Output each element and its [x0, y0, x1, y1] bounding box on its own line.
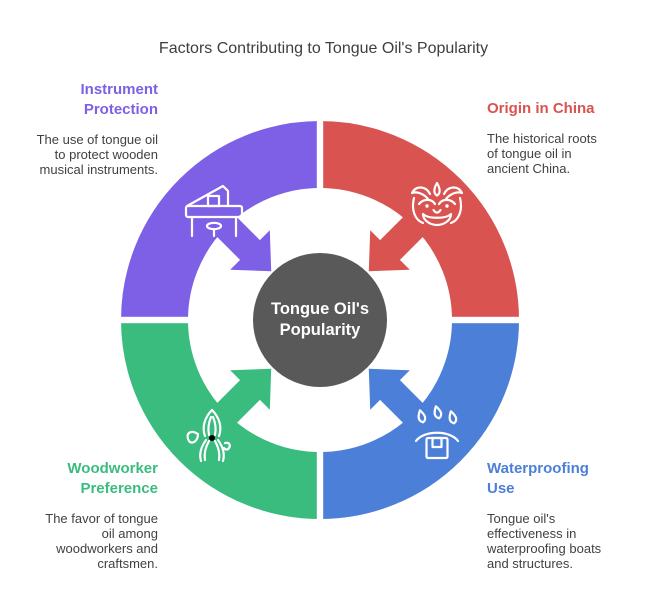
section-heading-woodworker-preference: Woodworker Preference	[67, 460, 158, 497]
page-title: Factors Contributing to Tongue Oil's Pop…	[158, 40, 489, 57]
ring-quadrant-woodworker-preference	[121, 319, 321, 519]
section-description-woodworker-preference: The favor of tongue oil among woodworker…	[45, 511, 158, 571]
section-heading-instrument-protection: Instrument Protection	[80, 81, 158, 118]
section-description-instrument-protection: The use of tongue oil to protect wooden …	[36, 132, 158, 177]
grand-piano-icon	[184, 184, 244, 238]
section-description-origin-in-china: The historical roots of tongue oil in an…	[487, 131, 597, 176]
inward-arrow-origin-in-china	[368, 213, 427, 272]
section-heading-origin-in-china: Origin in China	[487, 100, 595, 117]
ring-quadrant-origin-in-china	[319, 121, 519, 321]
lion-dance-head-icon	[410, 181, 464, 227]
section-waterproofing-use: Waterproofing Use Tongue oil's effective…	[487, 459, 637, 571]
ring-quadrant-instrument-protection	[121, 121, 321, 321]
section-instrument-protection: Instrument Protection The use of tongue …	[8, 80, 158, 177]
inward-arrow-instrument-protection	[213, 213, 272, 272]
center-circle	[253, 253, 387, 387]
pliers-icon	[186, 408, 231, 463]
water-drops-package-icon	[414, 405, 460, 460]
inward-arrow-woodworker-preference	[213, 368, 272, 427]
section-heading-waterproofing-use: Waterproofing Use	[487, 460, 589, 497]
inward-arrow-waterproofing-use	[368, 368, 427, 427]
section-origin-in-china: Origin in China The historical roots of …	[487, 99, 637, 176]
section-description-waterproofing-use: Tongue oil's effectiveness in waterproof…	[487, 511, 602, 571]
section-woodworker-preference: Woodworker Preference The favor of tongu…	[8, 459, 158, 571]
